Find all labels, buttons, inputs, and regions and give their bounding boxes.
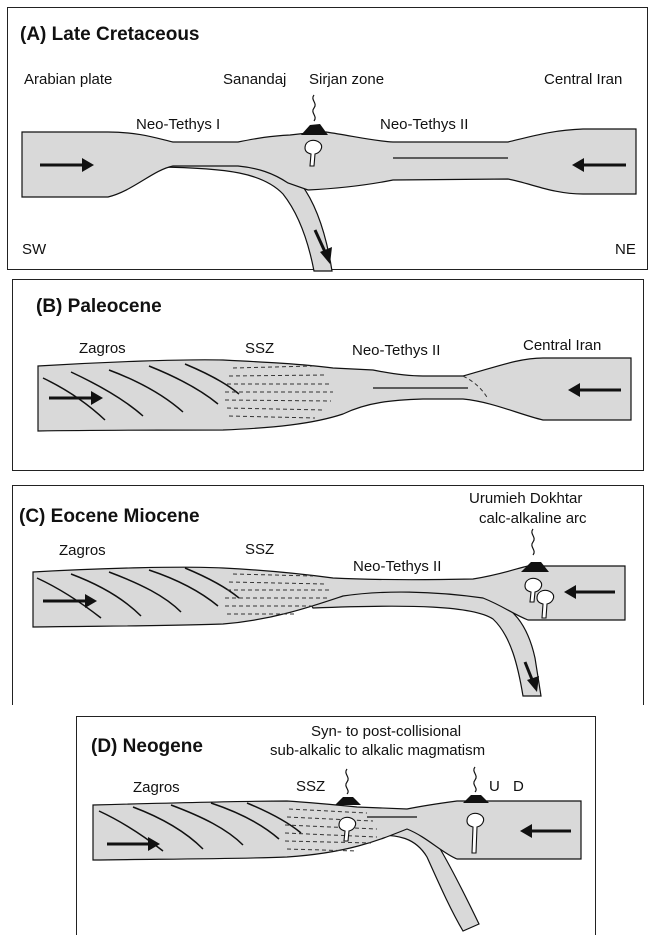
- label-sanandaj: Sanandaj: [223, 71, 286, 88]
- label-neo-tethys-2: Neo-Tethys II: [380, 116, 468, 133]
- label-arc-line2: calc-alkaline arc: [479, 510, 587, 527]
- panel-paleocene: (B) Paleocene Zagros SSZ Neo-Tethys II C…: [12, 279, 644, 471]
- label-sw: SW: [22, 241, 47, 258]
- label-magmatism-line1: Syn- to post-collisional: [311, 723, 461, 740]
- magma-squiggle: [474, 767, 476, 792]
- panel-eocene-miocene: (C) Eocene Miocene Urumieh Dokhtar calc-…: [12, 485, 644, 705]
- label-u: U: [489, 778, 500, 795]
- label-sirjan-zone: Sirjan zone: [309, 71, 384, 88]
- volcano-icon: [335, 797, 361, 805]
- magma-squiggle: [532, 529, 534, 555]
- lithosphere-plate: [93, 801, 581, 860]
- diagram-late-cretaceous: (A) Late Cretaceous Arabian plate Sanand…: [8, 8, 649, 271]
- panel-neogene: (D) Neogene Syn- to post-collisional sub…: [76, 716, 596, 935]
- panel-title: (C) Eocene Miocene: [19, 506, 200, 527]
- volcano-icon: [463, 795, 489, 803]
- label-neo-tethys-1: Neo-Tethys I: [136, 116, 220, 133]
- label-magmatism-line2: sub-alkalic to alkalic magmatism: [270, 742, 485, 759]
- panel-title: (B) Paleocene: [36, 296, 162, 317]
- label-neo-tethys-2: Neo-Tethys II: [353, 558, 441, 575]
- volcano-icon: [301, 124, 328, 135]
- lithosphere-plate: [38, 358, 631, 431]
- label-zagros: Zagros: [79, 340, 126, 357]
- lithosphere-plate: [33, 566, 625, 627]
- label-ssz: SSZ: [245, 541, 274, 558]
- diagram-paleocene: (B) Paleocene Zagros SSZ Neo-Tethys II C…: [13, 280, 645, 472]
- label-arc-line1: Urumieh Dokhtar: [469, 490, 582, 507]
- label-d: D: [513, 778, 524, 795]
- label-arabian-plate: Arabian plate: [24, 71, 112, 88]
- label-central-iran: Central Iran: [523, 337, 601, 354]
- label-central-iran: Central Iran: [544, 71, 622, 88]
- diagram-neogene: (D) Neogene Syn- to post-collisional sub…: [77, 717, 597, 936]
- label-neo-tethys-2: Neo-Tethys II: [352, 342, 440, 359]
- magma-squiggle: [313, 95, 315, 121]
- magma-squiggle: [346, 769, 348, 794]
- panel-title: (D) Neogene: [91, 736, 203, 757]
- diagram-eocene-miocene: (C) Eocene Miocene Urumieh Dokhtar calc-…: [13, 486, 645, 706]
- label-ssz: SSZ: [245, 340, 274, 357]
- label-zagros: Zagros: [59, 542, 106, 559]
- label-ne: NE: [615, 241, 636, 258]
- panel-late-cretaceous: (A) Late Cretaceous Arabian plate Sanand…: [7, 7, 648, 270]
- label-ssz: SSZ: [296, 778, 325, 795]
- panel-title: (A) Late Cretaceous: [20, 24, 200, 45]
- label-zagros: Zagros: [133, 779, 180, 796]
- lithosphere-plate: [22, 129, 636, 197]
